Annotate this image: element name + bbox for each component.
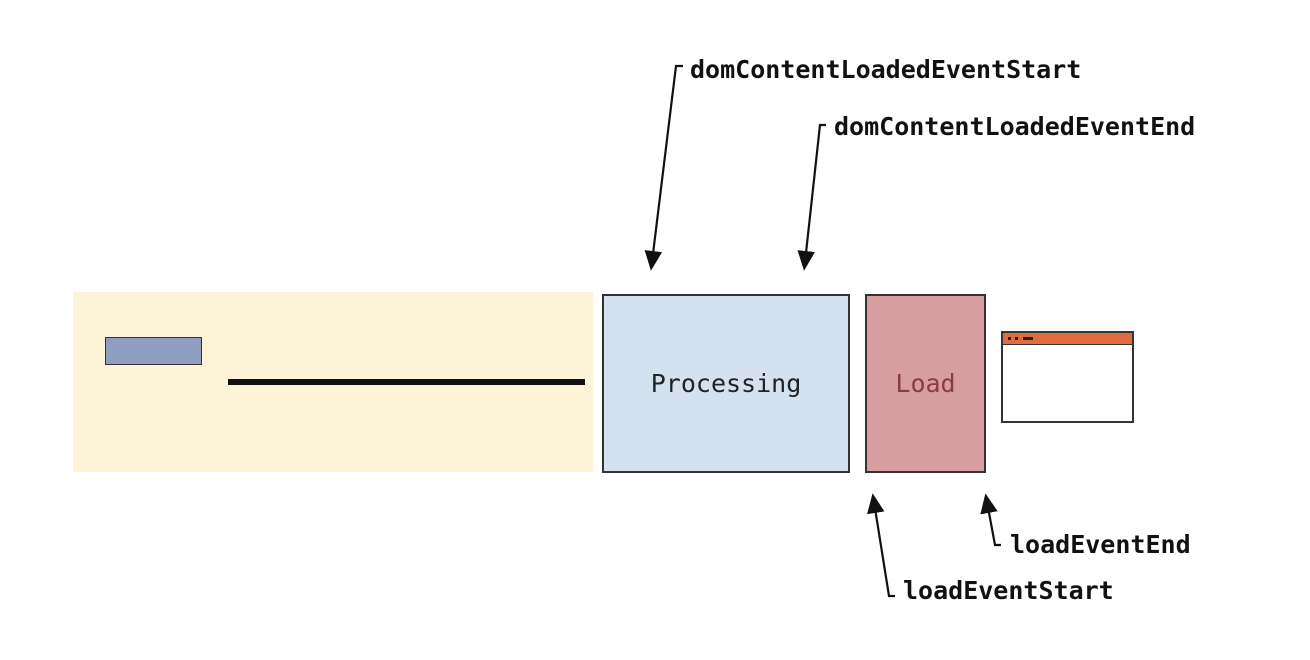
arrow-load-event-end [980,493,1001,547]
timeline-bar [228,379,585,385]
load-box: Load [865,294,986,473]
arrow-load-event-start [867,493,895,598]
processing-label: Processing [650,369,802,398]
browser-title-bar [1003,333,1132,345]
arrow-dom-content-loaded-end [797,123,826,271]
load-event-start-label: loadEventStart [903,576,1114,605]
processing-box: Processing [602,294,850,473]
load-event-end-label: loadEventEnd [1010,530,1191,559]
browser-window-icon [1001,331,1134,423]
arrow-dom-content-loaded-start [644,64,683,271]
load-label: Load [895,369,956,398]
small-block [105,337,202,365]
dom-content-loaded-event-end-label: domContentLoadedEventEnd [834,112,1196,141]
dom-content-loaded-event-start-label: domContentLoadedEventStart [690,55,1082,84]
